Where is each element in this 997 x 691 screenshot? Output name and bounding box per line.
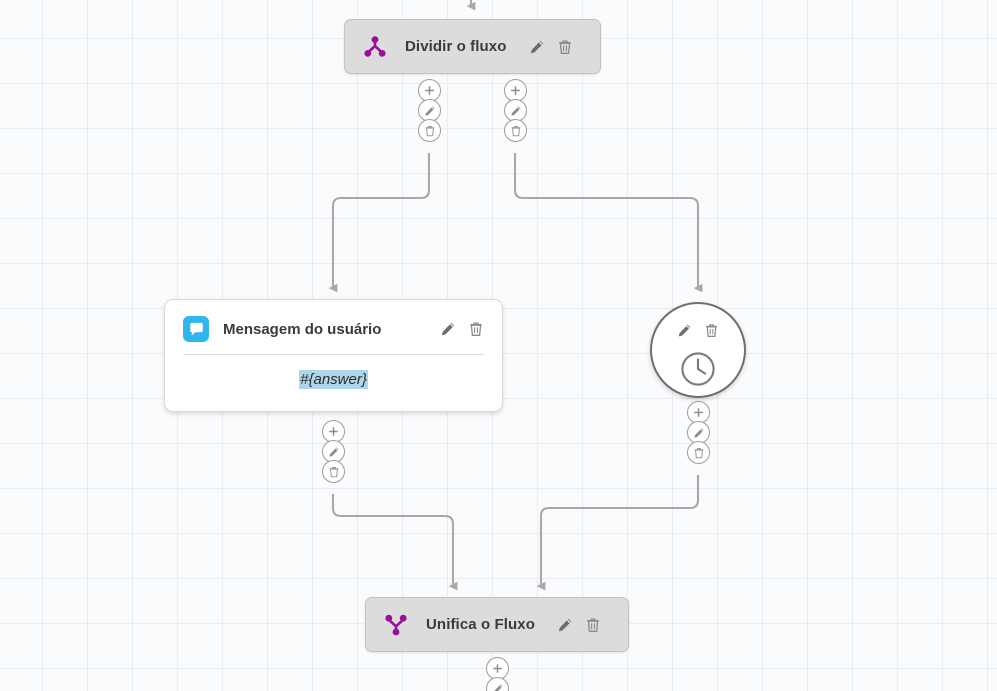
node-user-message-actions[interactable] [440, 321, 484, 337]
node-user-message-body: #{answer} [165, 355, 502, 411]
edit-icon[interactable] [529, 39, 545, 55]
edit-connection-button[interactable] [486, 677, 509, 691]
node-user-message-header: Mensagem do usuário [165, 300, 502, 354]
trash-icon[interactable] [557, 39, 573, 55]
node-user-message[interactable]: Mensagem do usuário [164, 299, 503, 412]
node-delay-actions[interactable] [652, 323, 744, 338]
edge-split-right-to-delay [513, 153, 703, 293]
add-node-button[interactable] [687, 401, 710, 424]
port-stack-split-right[interactable] [504, 79, 527, 142]
node-merge-flow[interactable]: Unifica o Fluxo [365, 597, 629, 652]
merge-flow-icon [382, 611, 410, 639]
split-flow-icon [361, 33, 389, 61]
chat-bubble-icon [183, 316, 209, 342]
delete-connection-button[interactable] [504, 119, 527, 142]
port-stack-split-left[interactable] [418, 79, 441, 142]
add-node-button[interactable] [504, 79, 527, 102]
trash-icon[interactable] [585, 617, 601, 633]
clock-icon [652, 350, 744, 388]
node-split-actions[interactable] [529, 39, 573, 55]
delete-connection-button[interactable] [687, 441, 710, 464]
node-split-flow[interactable]: Dividir o fluxo [344, 19, 601, 74]
node-merge-actions[interactable] [557, 617, 601, 633]
port-stack-delay[interactable] [687, 401, 710, 464]
node-split-title: Dividir o fluxo [405, 38, 507, 55]
trash-icon[interactable] [704, 323, 719, 338]
edge-split-left-to-message [328, 153, 431, 293]
edge-delay-to-merge [536, 475, 700, 591]
variable-token: #{answer} [299, 370, 368, 389]
edit-icon[interactable] [677, 323, 692, 338]
card-divider [183, 354, 484, 355]
add-node-button[interactable] [486, 657, 509, 680]
edit-connection-button[interactable] [418, 99, 441, 122]
edit-icon[interactable] [440, 321, 456, 337]
node-merge-title: Unifica o Fluxo [426, 616, 536, 633]
port-stack-merge[interactable] [486, 657, 509, 691]
node-user-message-title: Mensagem do usuário [223, 320, 382, 338]
node-delay[interactable] [650, 302, 746, 398]
port-stack-user-message[interactable] [322, 420, 345, 483]
delete-connection-button[interactable] [418, 119, 441, 142]
edge-message-to-merge [331, 494, 458, 591]
edit-icon[interactable] [557, 617, 573, 633]
delete-connection-button[interactable] [322, 460, 345, 483]
trash-icon[interactable] [468, 321, 484, 337]
